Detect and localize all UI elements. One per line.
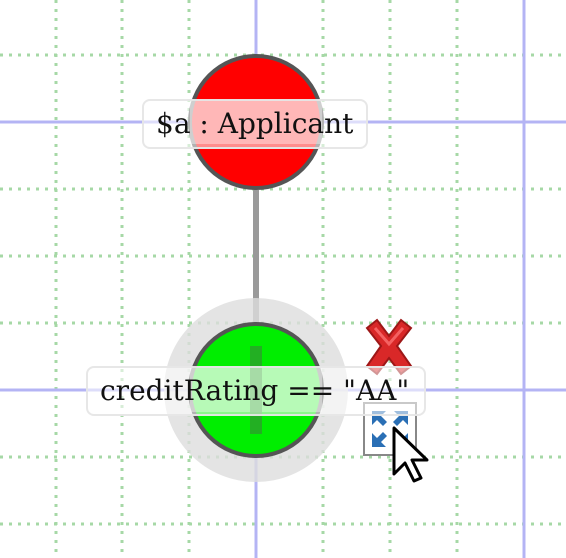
applicant-node-label: $a : Applicant [142,99,368,149]
arrow-cursor-icon [392,426,429,483]
credit-rating-node-label: creditRating == "AA" [86,366,426,416]
